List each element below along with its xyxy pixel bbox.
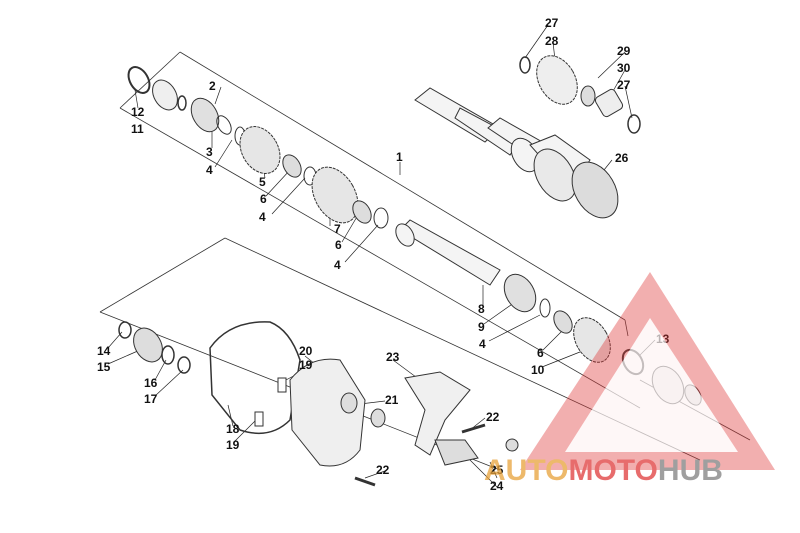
callout-6b: 6 <box>335 238 342 252</box>
callout-4d: 4 <box>479 337 486 351</box>
callout-19a: 19 <box>299 358 313 372</box>
watermark-hub: HUB <box>658 454 723 487</box>
parts-lower-left <box>118 321 191 374</box>
callout-14: 14 <box>97 344 111 358</box>
callout-28: 28 <box>545 34 559 48</box>
callout-23: 23 <box>386 350 400 364</box>
callout-labels: 1 2 3 4 4 4 4 5 6 6 6 7 8 9 10 11 12 13 … <box>97 16 670 493</box>
callout-24: 24 <box>490 479 504 493</box>
callout-7: 7 <box>334 222 341 236</box>
callout-11: 11 <box>131 122 144 136</box>
callout-16: 16 <box>144 376 158 390</box>
callout-17: 17 <box>144 392 158 406</box>
callout-22b: 22 <box>376 463 390 477</box>
bracket-sensor-bolts <box>354 371 519 487</box>
callout-26: 26 <box>615 151 629 165</box>
callout-21: 21 <box>385 393 399 407</box>
callout-22a: 22 <box>486 410 500 424</box>
callout-29: 29 <box>617 44 631 58</box>
callout-8: 8 <box>478 302 485 316</box>
parts-upper <box>127 66 389 229</box>
automotohub-watermark: AUTOMOTOHUB <box>484 272 775 487</box>
watermark-moto: MOTO <box>568 454 657 487</box>
input-shaft-8 <box>395 219 702 406</box>
callout-25: 25 <box>490 463 504 477</box>
callout-30: 30 <box>617 61 631 75</box>
callout-3: 3 <box>206 145 213 159</box>
callout-4a: 4 <box>206 163 213 177</box>
callout-6c: 6 <box>537 346 544 360</box>
watermark-auto: AUTO <box>484 454 568 487</box>
callout-4b: 4 <box>259 210 266 224</box>
callout-4c: 4 <box>334 258 341 272</box>
callout-10: 10 <box>531 363 545 377</box>
gasket-and-cover <box>209 321 386 467</box>
callout-12: 12 <box>131 105 145 119</box>
callout-18: 18 <box>226 422 240 436</box>
callout-27b: 27 <box>617 78 631 92</box>
watermark-triangle-inner <box>565 318 738 452</box>
callout-9: 9 <box>478 320 485 334</box>
callout-15: 15 <box>97 360 111 374</box>
svg-text:AUTOMOTOHUB: AUTOMOTOHUB <box>484 454 723 487</box>
callout-2: 2 <box>209 79 216 93</box>
callout-1: 1 <box>396 150 403 164</box>
callout-19b: 19 <box>226 438 240 452</box>
callout-6a: 6 <box>260 192 267 206</box>
parts-upper-right <box>519 55 641 134</box>
callout-20: 20 <box>299 344 313 358</box>
callout-5: 5 <box>259 175 266 189</box>
callout-27a: 27 <box>545 16 559 30</box>
output-shaft-26 <box>414 87 619 219</box>
